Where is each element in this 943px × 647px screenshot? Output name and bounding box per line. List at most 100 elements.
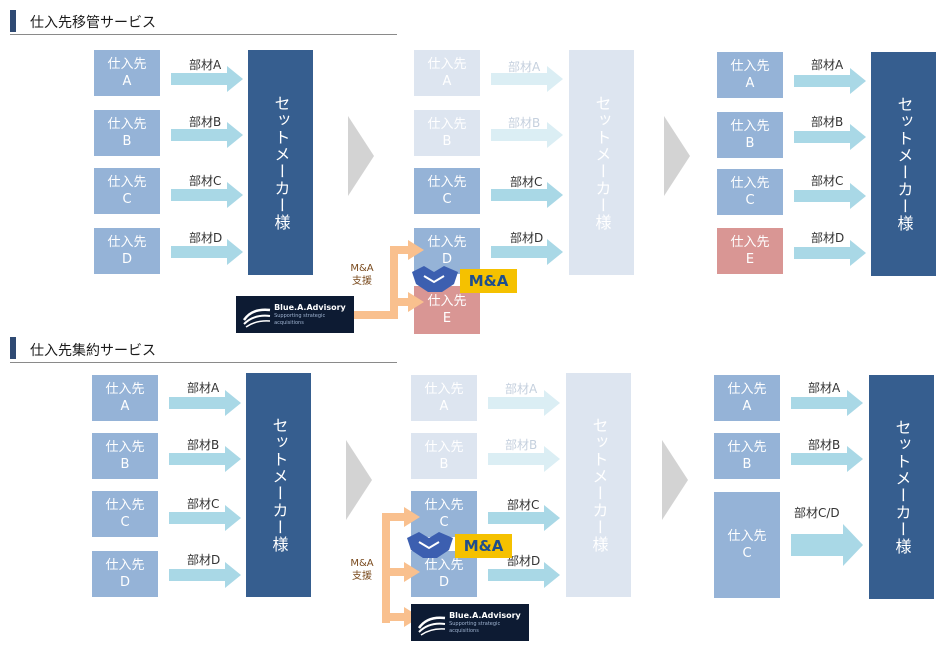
set-maker-faded: セットメーカー様 <box>569 50 634 275</box>
logo-name: Blue.A.Advisory <box>449 610 521 620</box>
flow-arrow <box>169 390 241 416</box>
part-label-d: 部材D <box>187 553 221 567</box>
support-arrow <box>382 507 420 627</box>
part-label-b: 部材B <box>811 115 844 129</box>
flow-arrow <box>794 124 866 150</box>
step-chevron <box>346 440 372 520</box>
flow-arrow <box>791 446 863 472</box>
flow-arrow-faded <box>491 122 563 148</box>
part-label-a: 部材A <box>508 60 541 74</box>
set-maker: セットメーカー様 <box>871 52 936 276</box>
part-label-b: 部材B <box>189 115 222 129</box>
ma-badge: M&A <box>455 534 512 558</box>
section-title-transfer: 仕入先移管サービス <box>30 15 156 31</box>
flow-arrow <box>171 182 243 208</box>
part-label-d: 部材D <box>510 231 544 245</box>
flow-arrow <box>488 562 560 588</box>
section-title-consolidation: 仕入先集約サービス <box>30 343 156 359</box>
section-title-bar <box>10 10 16 32</box>
wave-logo-icon <box>242 307 271 328</box>
flow-arrow <box>169 505 241 531</box>
set-maker-faded: セットメーカー様 <box>566 373 631 597</box>
part-label-d: 部材D <box>811 231 845 245</box>
support-arrow <box>352 240 424 319</box>
flow-arrow <box>171 239 243 265</box>
set-maker: セットメーカー様 <box>869 375 934 599</box>
section-title-underline <box>10 34 397 35</box>
part-label-c: 部材C <box>189 174 222 188</box>
part-label-a: 部材A <box>505 382 538 396</box>
wave-logo-icon <box>417 615 446 636</box>
logo-tagline: Supporting strategic acquisitions <box>274 312 326 326</box>
flow-arrow <box>491 182 563 208</box>
flow-arrow <box>171 122 243 148</box>
step-chevron <box>662 440 688 520</box>
flow-arrow <box>794 183 866 209</box>
flow-arrow-faded <box>491 66 563 92</box>
part-label-a: 部材A <box>187 381 220 395</box>
part-label-c: 部材C <box>510 175 543 189</box>
set-maker: セットメーカー様 <box>246 373 311 597</box>
flow-arrow <box>791 390 863 416</box>
flow-arrow <box>171 66 243 92</box>
section-title-underline <box>10 362 397 363</box>
logo-name: Blue.A.Advisory <box>274 302 346 312</box>
part-label-a: 部材A <box>808 381 841 395</box>
flow-arrow-faded <box>488 390 560 416</box>
ma-badge: M&A <box>460 269 517 293</box>
part-label-d: 部材D <box>189 231 223 245</box>
handshake-icon <box>412 266 458 292</box>
flow-arrow <box>488 505 560 531</box>
part-label-c: 部材C <box>811 174 844 188</box>
flow-arrow <box>794 240 866 266</box>
part-label-b: 部材B <box>508 116 541 130</box>
section-title-bar <box>10 337 16 359</box>
part-label-cd: 部材C/D <box>794 506 840 520</box>
handshake-icon <box>407 532 453 558</box>
part-label-b: 部材B <box>505 438 538 452</box>
part-label-a: 部材A <box>811 58 844 72</box>
part-label-c: 部材C <box>507 498 540 512</box>
part-label-d: 部材D <box>507 554 541 568</box>
flow-arrow <box>491 239 563 265</box>
step-chevron <box>664 116 690 196</box>
step-chevron <box>348 116 374 196</box>
part-label-b: 部材B <box>187 438 220 452</box>
set-maker: セットメーカー様 <box>248 50 313 275</box>
flow-arrow <box>794 68 866 94</box>
part-label-b: 部材B <box>808 438 841 452</box>
part-label-a: 部材A <box>189 58 222 72</box>
flow-arrow-large <box>791 524 863 566</box>
part-label-c: 部材C <box>187 497 220 511</box>
flow-arrow <box>169 562 241 588</box>
flow-arrow-faded <box>488 446 560 472</box>
logo-tagline: Supporting strategic acquisitions <box>449 620 501 634</box>
